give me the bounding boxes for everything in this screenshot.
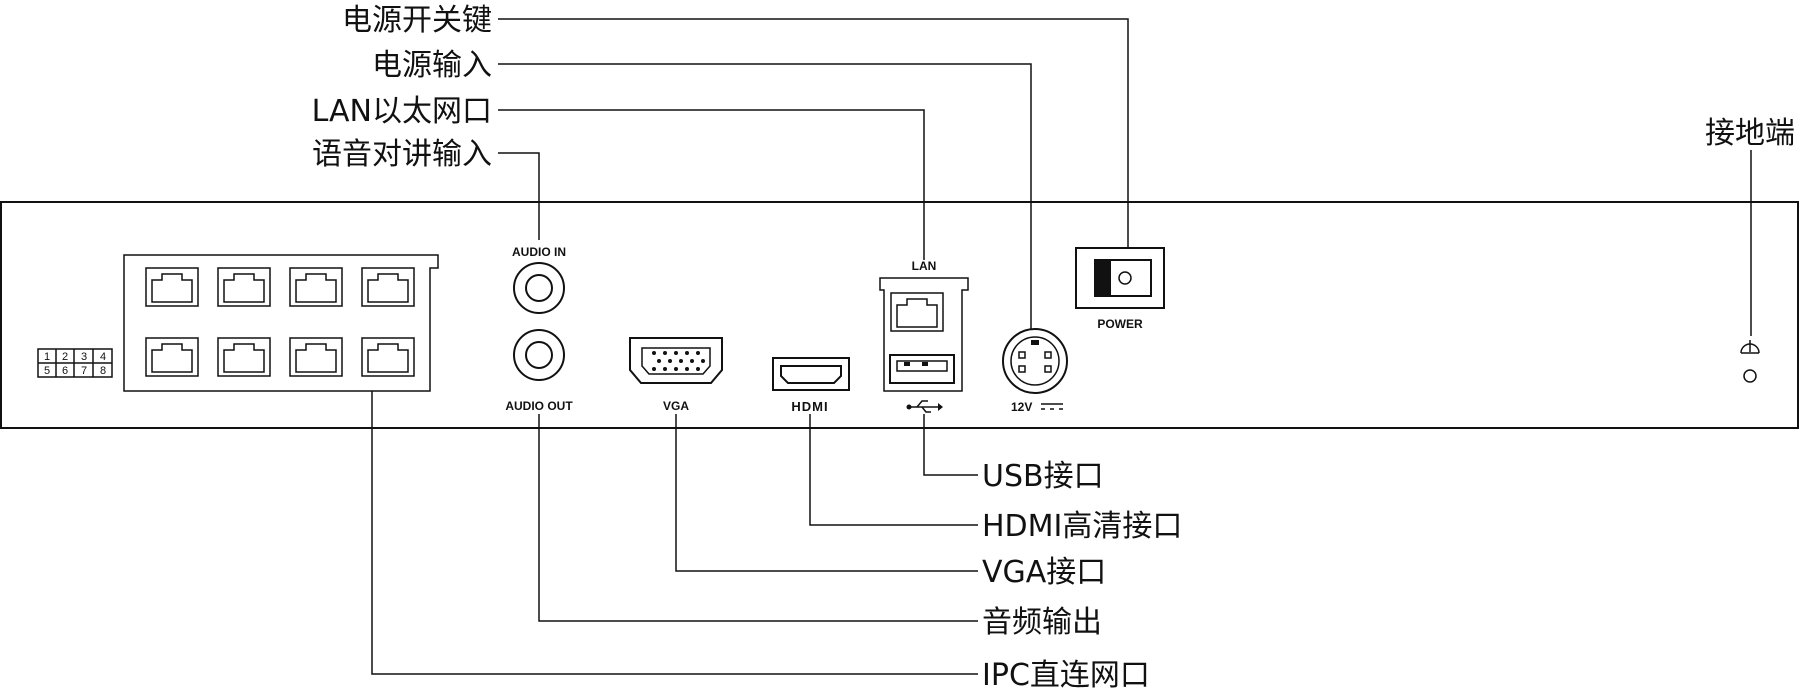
rj45-port-icon [289, 337, 343, 377]
vga-connector-icon [629, 337, 723, 384]
rj45-port-icon [217, 337, 271, 377]
rj45-port-icon [289, 267, 343, 307]
ipc-port-block [123, 254, 439, 392]
dc-symbol-icon [1041, 403, 1063, 410]
lan-panel-label: LAN [912, 259, 937, 273]
audio-jack-icon [513, 262, 565, 314]
hdmi-logo: HDMI [791, 399, 828, 414]
callout-ipc-ports: IPC直连网口 [982, 658, 1150, 693]
ground-symbol-icon [1740, 340, 1760, 383]
audio-jack-icon [513, 329, 565, 381]
callout-audio-output: 音频输出 [982, 605, 1102, 640]
port-number-7: 7 [81, 365, 87, 377]
port-number-1: 1 [44, 351, 50, 363]
callout-power-input: 电源输入 [372, 48, 492, 83]
callout-hdmi: HDMI高清接口 [982, 509, 1182, 544]
power-panel-label: POWER [1097, 317, 1143, 331]
callout-vga: VGA接口 [982, 555, 1106, 590]
port-number-6: 6 [62, 365, 68, 377]
dc-power-jack-icon [1002, 328, 1068, 394]
port-number-2: 2 [62, 351, 68, 363]
hdmi-port-icon [772, 357, 850, 391]
callout-ground: 接地端 [1705, 116, 1795, 151]
port-number-3: 3 [81, 351, 87, 363]
port-number-grid: 1 2 3 4 5 6 7 8 [37, 348, 113, 378]
usb-port-icon [889, 354, 955, 384]
port-number-4: 4 [100, 351, 106, 363]
rj45-port-icon [217, 267, 271, 307]
leader-lines [371, 18, 1752, 675]
rj45-port-icon [890, 292, 944, 332]
callout-power-switch: 电源开关键 [342, 3, 492, 38]
usb-symbol-icon [906, 400, 943, 413]
lan-usb-block [879, 277, 969, 392]
port-number-8: 8 [100, 365, 106, 377]
audio-in-label: AUDIO IN [512, 245, 566, 259]
rj45-port-icon [361, 267, 415, 307]
audio-out-label: AUDIO OUT [505, 399, 573, 413]
callout-lan-port: LAN以太网口 [312, 94, 492, 129]
chassis-outline [0, 201, 1799, 429]
rj45-port-icon [145, 337, 199, 377]
port-number-5: 5 [44, 365, 50, 377]
dc-voltage-label: 12V [1011, 400, 1032, 414]
rocker-switch-icon [1075, 247, 1165, 309]
callout-audio-talk-input: 语音对讲输入 [312, 137, 492, 172]
callout-usb: USB接口 [982, 459, 1104, 494]
vga-panel-label: VGA [663, 399, 689, 413]
rj45-port-icon [361, 337, 415, 377]
rj45-port-icon [145, 267, 199, 307]
